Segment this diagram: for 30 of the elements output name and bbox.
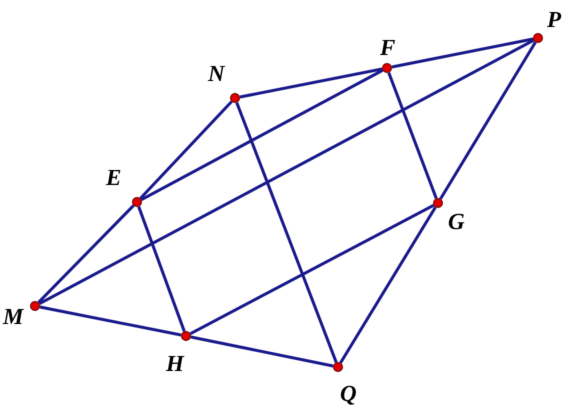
line-segment <box>140 69 384 201</box>
line-segment <box>139 100 233 200</box>
point-marker <box>230 93 240 103</box>
line-segment <box>339 206 437 364</box>
point-label: P <box>547 8 562 31</box>
line-segment <box>40 306 182 336</box>
line-segment <box>37 204 135 304</box>
point-label: F <box>380 36 396 59</box>
point-label: N <box>208 62 225 85</box>
line-segment <box>392 38 534 68</box>
line-segment <box>190 336 334 368</box>
point-marker <box>382 63 392 73</box>
line-segment <box>137 206 186 332</box>
line-segment <box>38 39 534 305</box>
point-label: H <box>166 352 184 375</box>
point-marker <box>181 331 191 341</box>
line-segment <box>439 42 537 200</box>
point-label: E <box>106 166 122 189</box>
point-label: G <box>448 210 465 233</box>
point-marker <box>333 362 343 372</box>
line-segment <box>190 204 434 335</box>
point-marker <box>30 301 40 311</box>
point-marker <box>132 197 142 207</box>
point-label: Q <box>340 382 357 405</box>
point-marker <box>533 33 543 43</box>
line-segment <box>387 72 438 199</box>
line-segment <box>235 102 338 363</box>
point-marker <box>433 198 443 208</box>
line-segment <box>240 68 382 98</box>
point-label: M <box>3 305 24 328</box>
